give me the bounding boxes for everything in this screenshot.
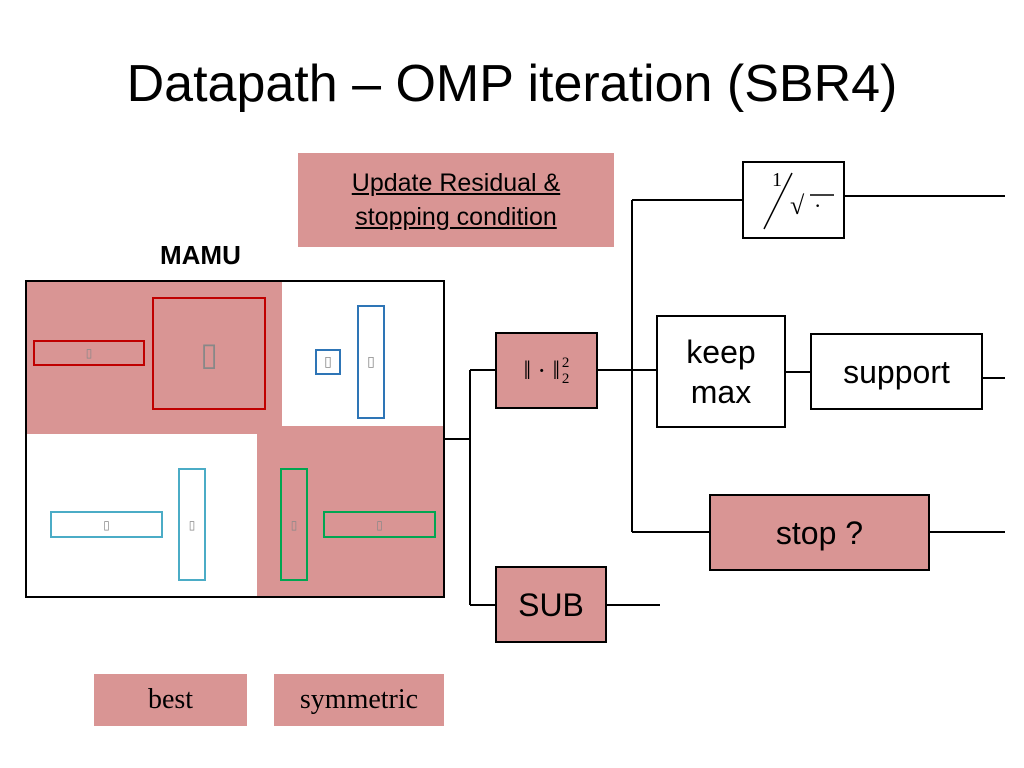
stop-label: stop ? [775, 514, 864, 551]
norm-block: ‖ · ‖ 2 2 [495, 332, 598, 409]
update-residual-line2: stopping condition [355, 203, 557, 231]
support-block: support [810, 333, 983, 410]
placeholder-icon: ▯ [367, 354, 375, 370]
mamu-border [25, 280, 445, 598]
slide-title: Datapath – OMP iteration (SBR4) [126, 55, 898, 113]
legend-best-label: best [147, 684, 194, 715]
light-blue-column-vector: ▯ [178, 468, 206, 581]
placeholder-icon: ▯ [376, 517, 383, 532]
inverse-sqrt-slash [763, 172, 834, 230]
placeholder-icon: ▯ [324, 354, 332, 370]
light-blue-row-vector: ▯ [50, 511, 163, 538]
green-row-vector: ▯ [323, 511, 436, 538]
placeholder-icon: ▯ [188, 517, 196, 532]
norm-subscript: 2 [561, 370, 570, 387]
keep-max-line1: keep [686, 333, 756, 370]
placeholder-icon: ▯ [103, 517, 110, 532]
mamu-quad-bottom-left [25, 434, 257, 598]
green-column-vector: ▯ [280, 468, 308, 581]
placeholder-icon: ▯ [85, 346, 93, 360]
keep-max-line2: max [690, 373, 752, 410]
sub-label: SUB [518, 586, 584, 623]
mamu-label: MAMU [160, 240, 241, 270]
blue-scalar: ▯ [315, 349, 341, 375]
support-label: support [843, 353, 950, 390]
legend-symmetric-label: symmetric [299, 684, 419, 715]
update-residual-line1: Update Residual & [351, 169, 561, 197]
blue-vector: ▯ [357, 305, 385, 419]
keep-max-block: keep max [656, 315, 786, 428]
inverse-sqrt-numerator: 1 [772, 169, 782, 191]
placeholder-icon: ▯ [290, 517, 298, 532]
sub-block: SUB [495, 566, 607, 643]
inverse-sqrt-argument: · [814, 193, 822, 218]
norm-superscript: 2 [561, 354, 570, 371]
red-vector: ▯ [33, 340, 145, 366]
stop-block: stop ? [709, 494, 930, 571]
legend-symmetric: symmetric [274, 674, 444, 726]
mamu-block: ▯ ▯ ▯ ▯ ▯ ▯ ▯ ▯ [25, 280, 445, 598]
red-matrix: ▯ [152, 297, 266, 410]
legend-best: best [94, 674, 247, 726]
mamu-quad-top-right [282, 280, 445, 426]
placeholder-icon: ▯ [200, 334, 218, 373]
norm-bars: ‖ · ‖ [523, 355, 560, 385]
inverse-sqrt-radical: √ [790, 191, 805, 220]
inverse-sqrt-block: 1 √ · [742, 161, 845, 239]
update-residual-box: Update Residual & stopping condition [298, 153, 614, 247]
